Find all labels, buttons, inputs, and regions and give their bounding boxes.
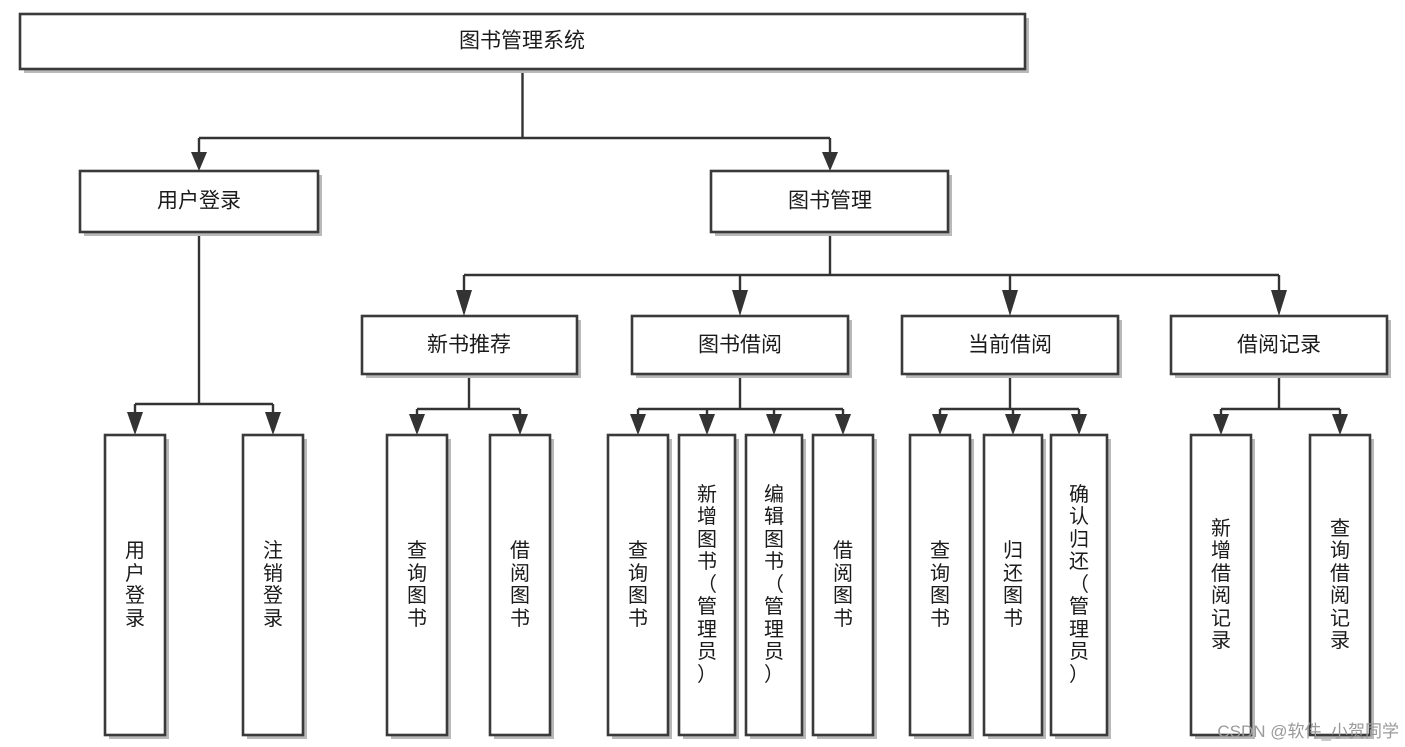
- arrow-head-leaf-jyjl-1: [1213, 414, 1229, 435]
- leaf-node-12[interactable]: [1308, 433, 1372, 737]
- leaf-node-0[interactable]: [103, 433, 167, 737]
- node-yonghudenglu-label: 用户登录: [157, 190, 241, 213]
- arrow-head-tushujieyue: [732, 290, 748, 316]
- node-xinshutuijian-label: 新书推荐: [427, 334, 511, 357]
- leaf-node-3[interactable]: [488, 433, 552, 737]
- node-yonghudenglu[interactable]: [78, 169, 320, 234]
- arrow-head-leaf-tjy-2: [699, 414, 715, 435]
- arrow-head-leaf-tjy-3: [766, 414, 782, 435]
- node-dangqianjieyue-label: 当前借阅: [968, 334, 1052, 357]
- node-jieyuejilu-label: 借阅记录: [1237, 334, 1321, 357]
- leaf-node-7[interactable]: [811, 433, 875, 737]
- leaf-node-9[interactable]: [982, 433, 1044, 737]
- node-tushuguanli[interactable]: [709, 169, 950, 234]
- arrow-head-yonghudenglu: [191, 152, 207, 171]
- node-tushujieyue-label: 图书借阅: [698, 334, 782, 357]
- arrow-head-tushuguanli: [822, 152, 838, 171]
- arrow-head-xinshutuijian: [456, 290, 472, 316]
- node-xinshutuijian[interactable]: [360, 314, 579, 376]
- leaf-node-8[interactable]: [908, 433, 972, 737]
- arrow-head-leaf-dqjy-2: [1005, 414, 1021, 435]
- node-root-label: 图书管理系统: [459, 30, 585, 53]
- node-dangqianjieyue[interactable]: [900, 314, 1120, 376]
- arrow-head-leaf-xst-2: [512, 414, 528, 435]
- leaf-node-10[interactable]: [1049, 433, 1109, 737]
- leaf-node-4[interactable]: [606, 433, 670, 737]
- arrow-head-leaf-zhuxiaodenglu: [265, 412, 281, 435]
- arrow-head-leaf-dqjy-3: [1071, 414, 1087, 435]
- arrow-head-leaf-jyjl-2: [1332, 414, 1348, 435]
- node-tushuguanli-label: 图书管理: [788, 190, 872, 213]
- arrow-head-leaf-xst-1: [409, 414, 425, 435]
- arrow-head-dangqianjieyue: [1002, 290, 1018, 316]
- connector-layer: [127, 69, 1348, 435]
- leaf-node-5[interactable]: [677, 433, 737, 737]
- node-root[interactable]: [18, 12, 1027, 71]
- leaf-node-11[interactable]: [1189, 433, 1253, 737]
- node-tushujieyue[interactable]: [630, 314, 850, 376]
- leaf-node-1[interactable]: [241, 433, 305, 737]
- arrow-head-leaf-dqjy-1: [932, 414, 948, 435]
- leaf-node-2[interactable]: [385, 433, 449, 737]
- arrow-head-leaf-tjy-4: [835, 414, 851, 435]
- node-jieyuejilu[interactable]: [1169, 314, 1389, 376]
- leaf-node-6[interactable]: [744, 433, 804, 737]
- arrow-head-leaf-tjy-1: [630, 414, 646, 435]
- watermark-text: CSDN @软件_小贺同学: [1217, 722, 1399, 741]
- arrow-head-jieyuejilu: [1271, 290, 1287, 316]
- arrow-head-leaf-yonghudenglu-1: [127, 412, 143, 435]
- node-layer: 图书管理系统 用户登录 图书管理 新书推荐 图书借阅 当前借阅 借阅记录: [18, 12, 1391, 739]
